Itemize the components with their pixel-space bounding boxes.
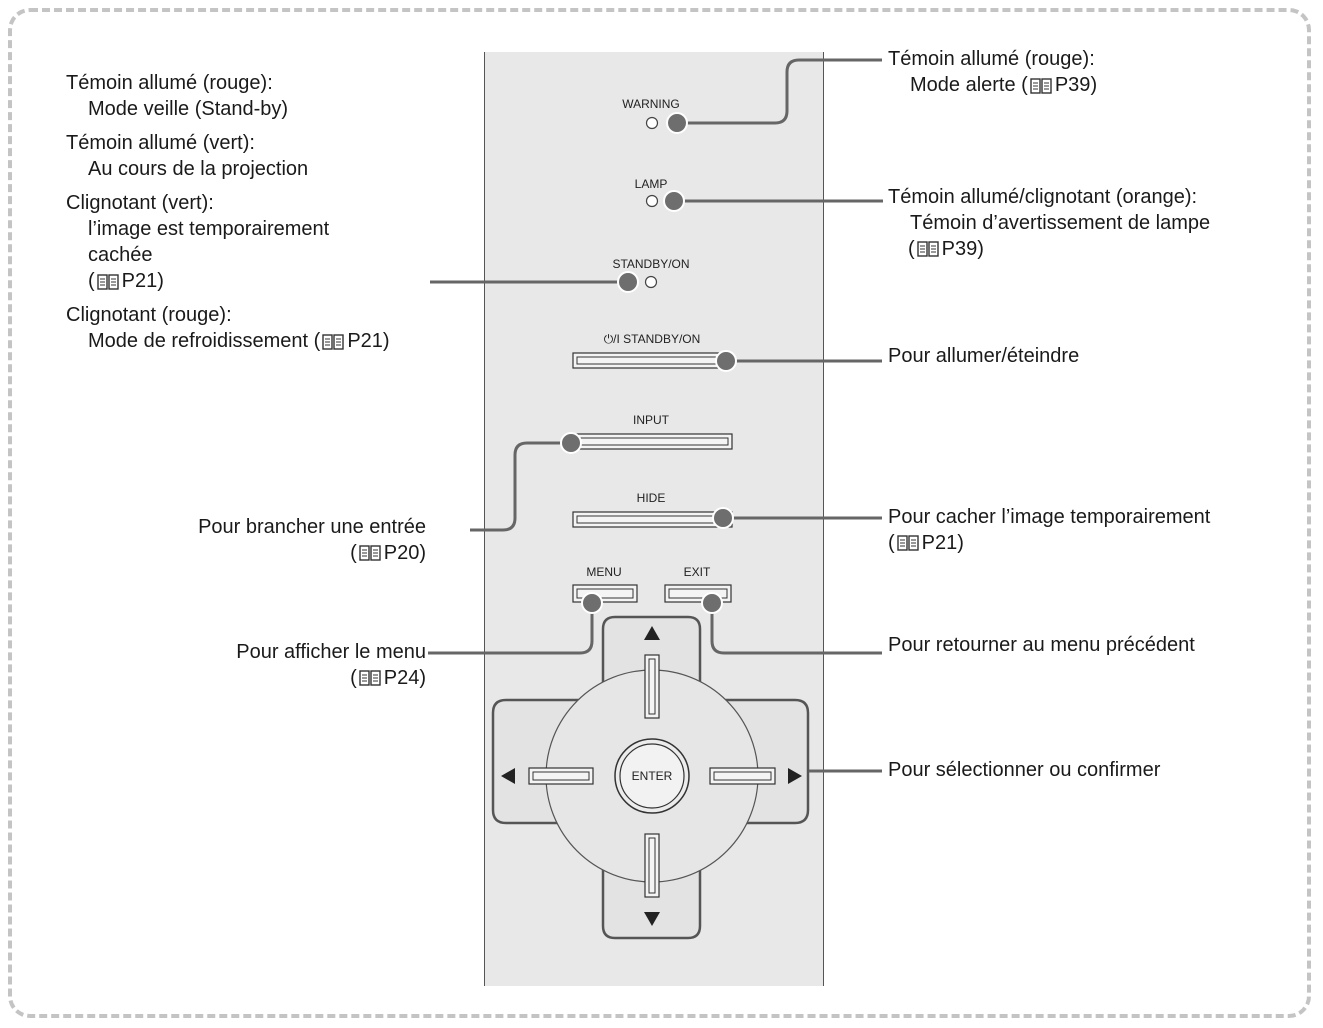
power-annotation: Pour allumer/éteindre xyxy=(888,343,1079,369)
book-icon xyxy=(359,545,381,561)
hide-button-label: HIDE xyxy=(637,491,666,505)
standby-led xyxy=(644,275,658,289)
standby-annotation: Témoin allumé (rouge): Mode veille (Stan… xyxy=(66,70,390,354)
warning-led xyxy=(645,116,659,130)
arrow-down-icon xyxy=(644,912,660,926)
menu-ref: (P24) xyxy=(350,667,426,689)
power-dot xyxy=(715,350,737,372)
standby-desc-red: Mode veille (Stand-by) xyxy=(88,98,289,120)
warning-label: WARNING xyxy=(622,97,680,111)
standby-label: STANDBY/ON xyxy=(612,257,689,271)
lamp-desc: Témoin d’avertissement de lampe xyxy=(910,212,1211,234)
standby-desc-blink-red: Mode de refroidissement (P21) xyxy=(88,330,390,352)
dpad-left-button[interactable] xyxy=(501,767,594,785)
hide-button[interactable] xyxy=(572,511,733,528)
book-icon xyxy=(322,334,344,350)
input-button[interactable] xyxy=(572,433,733,450)
dpad-down-button[interactable] xyxy=(644,833,660,926)
standby-desc-green: Au cours de la projection xyxy=(88,158,309,180)
menu-text: Pour afficher le menu xyxy=(236,641,426,663)
hide-text: Pour cacher l’image temporairement xyxy=(888,506,1211,528)
lamp-label: LAMP xyxy=(635,177,668,191)
enter-button[interactable]: ENTER xyxy=(614,738,690,814)
standby-desc-blink-green-a: l’image est temporairement xyxy=(88,218,330,240)
lamp-led xyxy=(645,194,659,208)
dashed-frame xyxy=(8,8,1311,1018)
standby-heading-blink-green: Clignotant (vert): xyxy=(66,192,214,214)
power-button-label: ⏻/I STANDBY/ON xyxy=(604,332,701,346)
warning-leader xyxy=(677,58,882,125)
arrow-up-icon xyxy=(644,626,660,640)
lamp-annotation: Témoin allumé/clignotant (orange): Témoi… xyxy=(888,184,1210,262)
power-button[interactable] xyxy=(572,352,731,369)
leader-dots xyxy=(560,112,737,614)
dpad-right-button[interactable] xyxy=(709,767,802,785)
hide-ref: (P21) xyxy=(888,532,964,554)
menu-dot xyxy=(581,592,603,614)
warning-desc: Mode alerte (P39) xyxy=(910,74,1098,96)
lamp-dot xyxy=(663,190,685,212)
book-icon xyxy=(359,670,381,686)
standby-ref-p21: (P21) xyxy=(88,270,164,292)
input-button-label: INPUT xyxy=(633,413,670,427)
power-text: Pour allumer/éteindre xyxy=(888,345,1080,367)
arrow-left-icon xyxy=(501,768,515,784)
menu-button-label: MENU xyxy=(586,565,621,579)
input-annotation: Pour brancher une entrée (P20) xyxy=(198,514,426,566)
hide-annotation: Pour cacher l’image temporairement (P21) xyxy=(888,504,1210,556)
dpad-text: Pour sélectionner ou confirmer xyxy=(888,759,1161,781)
dpad-up-button[interactable] xyxy=(644,626,660,719)
dpad-annotation: Pour sélectionner ou confirmer xyxy=(888,757,1160,783)
input-leader xyxy=(470,441,571,532)
input-dot xyxy=(560,432,582,454)
book-icon xyxy=(917,241,939,257)
input-text: Pour brancher une entrée xyxy=(198,516,426,538)
exit-leader xyxy=(710,603,882,655)
exit-button-label: EXIT xyxy=(684,565,711,579)
hide-dot xyxy=(712,507,734,529)
exit-annotation: Pour retourner au menu précédent xyxy=(888,632,1195,658)
standby-heading-red: Témoin allumé (rouge): xyxy=(66,72,273,94)
menu-leader xyxy=(428,603,594,655)
book-icon xyxy=(1030,78,1052,94)
warning-dot xyxy=(666,112,688,134)
standby-heading-green: Témoin allumé (vert): xyxy=(66,132,255,154)
warning-heading: Témoin allumé (rouge): xyxy=(888,48,1095,70)
book-icon xyxy=(97,274,119,290)
exit-dot xyxy=(701,592,723,614)
exit-text: Pour retourner au menu précédent xyxy=(888,634,1195,656)
enter-label: ENTER xyxy=(632,769,673,783)
leader-lines xyxy=(428,58,883,773)
warning-annotation: Témoin allumé (rouge): Mode alerte (P39) xyxy=(888,46,1097,98)
input-ref: (P20) xyxy=(350,542,426,564)
lamp-heading: Témoin allumé/clignotant (orange): xyxy=(888,186,1198,208)
menu-annotation: Pour afficher le menu (P24) xyxy=(236,639,426,691)
book-icon xyxy=(897,535,919,551)
standby-desc-blink-green-b: cachée xyxy=(88,244,153,266)
lamp-ref: (P39) xyxy=(908,238,984,260)
standby-heading-blink-red: Clignotant (rouge): xyxy=(66,304,232,326)
standby-dot xyxy=(617,271,639,293)
arrow-right-icon xyxy=(788,768,802,784)
